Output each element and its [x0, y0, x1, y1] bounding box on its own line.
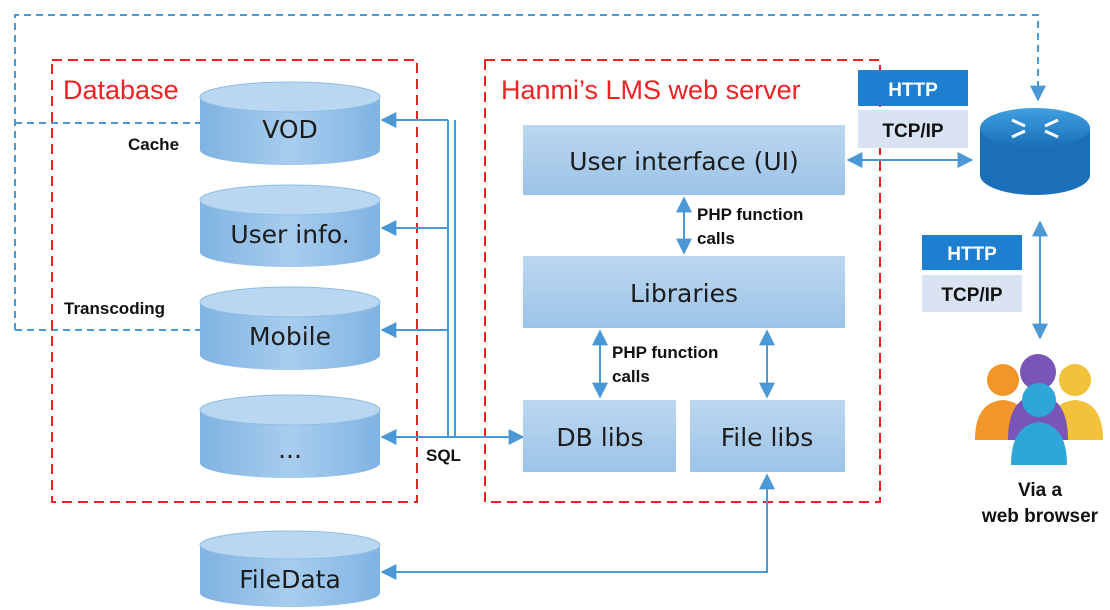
protocol-stack-side: HTTP TCP/IP: [922, 235, 1022, 312]
tcpip-top-label: TCP/IP: [882, 121, 944, 142]
server-group: [484, 59, 881, 503]
cylinder-filedata[interactable]: FileData: [199, 530, 381, 607]
filelibs-label: File libs: [721, 423, 814, 452]
libraries-label: Libraries: [630, 279, 738, 308]
database-title: Database: [63, 75, 179, 105]
http-top-label: HTTP: [888, 80, 938, 101]
ui-label: User interface (UI): [569, 147, 799, 176]
protocol-stack-top: HTTP TCP/IP: [858, 70, 968, 148]
client-label-line2: web browser: [981, 506, 1099, 527]
http-side-label: HTTP: [947, 244, 997, 265]
libraries-box[interactable]: Libraries: [523, 256, 845, 328]
tcpip-side-label: TCP/IP: [941, 285, 1003, 306]
sql-label: SQL: [426, 446, 461, 465]
cylinder-user-info[interactable]: User info.: [199, 184, 381, 267]
php-calls-bottom-line1: PHP function: [612, 343, 718, 362]
filedata-label: FileData: [239, 565, 341, 594]
php-calls-top-line2: calls: [697, 229, 735, 248]
cache-dashed-link: [14, 14, 1046, 330]
filelibs-box[interactable]: File libs: [690, 400, 845, 472]
user-info-label: User info.: [230, 220, 349, 249]
dblibs-label: DB libs: [556, 423, 643, 452]
cylinder-mobile[interactable]: Mobile: [199, 286, 381, 370]
transcoding-label: Transcoding: [64, 299, 165, 318]
users-icon: [975, 354, 1103, 465]
php-calls-bottom-line2: calls: [612, 367, 650, 386]
cylinder-vod[interactable]: VOD: [199, 81, 381, 165]
router-icon: [980, 108, 1090, 195]
ui-box[interactable]: User interface (UI): [523, 125, 845, 195]
cylinder-more[interactable]: ...: [199, 394, 381, 478]
database-group: [51, 59, 418, 503]
arrow-filelibs-filedata: [380, 473, 775, 580]
mobile-label: Mobile: [249, 322, 331, 351]
server-title: Hanmi’s LMS web server: [501, 75, 801, 105]
php-calls-top-line1: PHP function: [697, 205, 803, 224]
dblibs-box[interactable]: DB libs: [523, 400, 676, 472]
cache-label: Cache: [128, 135, 179, 154]
vod-label: VOD: [262, 115, 318, 144]
more-label: ...: [278, 435, 302, 464]
client-label-line1: Via a: [1018, 480, 1062, 501]
